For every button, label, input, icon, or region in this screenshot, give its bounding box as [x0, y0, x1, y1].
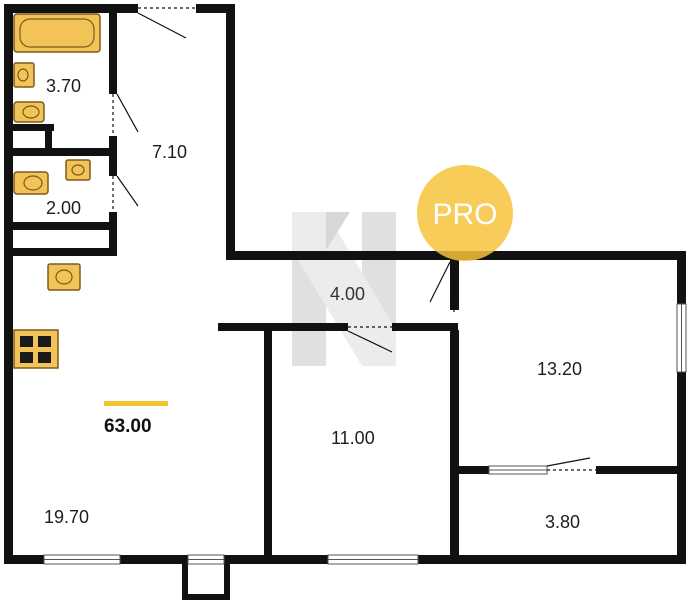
- total-area: 63.00: [104, 416, 152, 437]
- room-area-balcony: 3.80: [545, 512, 580, 532]
- sink-icon: [13, 62, 35, 88]
- room-area-bathroom: 3.70: [46, 76, 81, 96]
- window-icon: [43, 303, 687, 565]
- room-area-hall: 4.00: [330, 284, 365, 304]
- pro-badge: PRO: [417, 165, 513, 261]
- walls: [4, 4, 686, 600]
- sink-icon: [47, 263, 81, 291]
- room-area-kitchen-living: 19.70: [44, 507, 89, 527]
- room-area-bedroom-right: 13.20: [537, 359, 582, 379]
- toilet-icon: [13, 101, 45, 123]
- sink-icon: [65, 159, 91, 181]
- pro-badge-text: PRO: [432, 198, 497, 231]
- room-area-corridor: 7.10: [152, 142, 187, 162]
- door-icon: [112, 7, 596, 471]
- bathtub-icon: [13, 13, 101, 53]
- stove-icon: [13, 329, 59, 369]
- room-area-toilet: 2.00: [46, 198, 81, 218]
- room-area-bedroom-middle: 11.00: [331, 428, 375, 448]
- total-area-accent: [104, 401, 168, 406]
- toilet-icon: [13, 171, 49, 195]
